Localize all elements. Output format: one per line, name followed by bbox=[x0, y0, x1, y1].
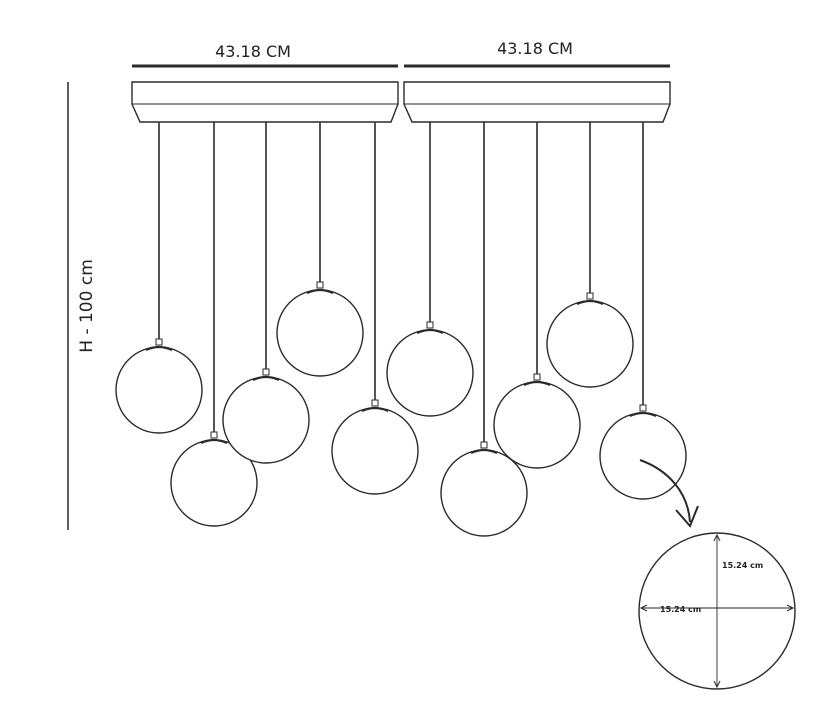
canopy-left bbox=[131, 81, 399, 123]
callout-arrow bbox=[639, 459, 699, 528]
pendant-socket bbox=[586, 292, 594, 300]
globe-height-label: 15.24 cm bbox=[722, 561, 763, 570]
pendant-socket bbox=[316, 281, 324, 289]
width-label-left: 43.18 CM bbox=[215, 42, 291, 61]
pendant-1 bbox=[115, 122, 203, 434]
globe-neck bbox=[361, 406, 389, 413]
width-dimension-right: 43.18 CM bbox=[404, 39, 670, 68]
pendant-9 bbox=[546, 122, 634, 388]
globe-shade bbox=[493, 381, 581, 469]
width-dimension-left: 43.18 CM bbox=[132, 42, 398, 68]
globe-neck bbox=[629, 411, 657, 418]
globe-neck bbox=[523, 380, 551, 387]
pendant-2 bbox=[170, 122, 258, 527]
globe-shade bbox=[546, 300, 634, 388]
globe-shade bbox=[115, 346, 203, 434]
width-label-right: 43.18 CM bbox=[497, 39, 573, 58]
pendant-group bbox=[115, 122, 687, 537]
pendant-7 bbox=[440, 122, 528, 537]
pendant-socket bbox=[480, 441, 488, 449]
pendant-3 bbox=[222, 122, 310, 464]
globe-shade bbox=[386, 329, 474, 417]
globe-shade bbox=[440, 449, 528, 537]
pendant-socket bbox=[639, 404, 647, 412]
globe-neck bbox=[200, 438, 228, 445]
globe-detail: 15.24 cm 15.24 cm bbox=[638, 532, 796, 690]
pendant-socket bbox=[533, 373, 541, 381]
pendant-socket bbox=[371, 399, 379, 407]
height-dimension: H - 100 cm bbox=[67, 82, 97, 530]
globe-neck bbox=[145, 345, 173, 352]
pendant-10 bbox=[599, 122, 687, 500]
globe-neck bbox=[470, 448, 498, 455]
globe-shade bbox=[599, 412, 687, 500]
pendant-socket bbox=[262, 368, 270, 376]
pendant-socket bbox=[155, 338, 163, 346]
pendant-4 bbox=[276, 122, 364, 377]
globe-shade bbox=[222, 376, 310, 464]
pendant-8 bbox=[493, 122, 581, 469]
globe-neck bbox=[306, 288, 334, 295]
pendant-socket bbox=[426, 321, 434, 329]
pendant-socket bbox=[210, 431, 218, 439]
globe-neck bbox=[416, 328, 444, 335]
globe-shade bbox=[276, 289, 364, 377]
globe-width-label: 15.24 cm bbox=[660, 605, 701, 614]
pendant-5 bbox=[331, 122, 419, 495]
globe-shade bbox=[331, 407, 419, 495]
pendant-6 bbox=[386, 122, 474, 417]
globe-neck bbox=[576, 299, 604, 306]
canopy-right bbox=[403, 81, 671, 123]
height-label: H - 100 cm bbox=[77, 259, 97, 352]
globe-neck bbox=[252, 375, 280, 382]
